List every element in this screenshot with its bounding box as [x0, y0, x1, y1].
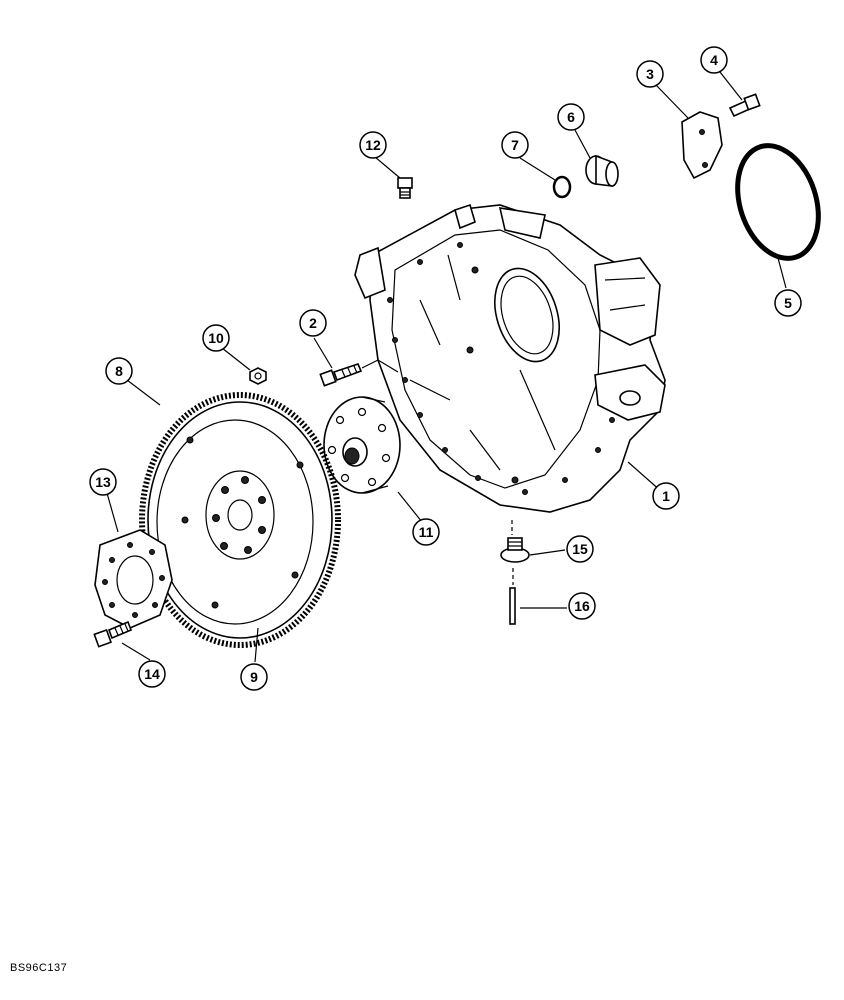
plug: [585, 154, 619, 187]
cover-plate: [681, 111, 723, 180]
callout-label: 11: [419, 524, 434, 540]
callout-3: 3: [636, 60, 664, 88]
housing-bolt: [319, 359, 399, 387]
callout-label: 13: [95, 474, 111, 490]
callout-label: 2: [309, 315, 317, 331]
washer: [552, 175, 572, 199]
housing-plug: [397, 177, 413, 199]
callout-7: 7: [501, 131, 529, 159]
callout-2: 2: [299, 309, 327, 337]
callout-label: 12: [365, 137, 381, 153]
callout-label: 9: [250, 669, 258, 685]
flywheel-housing: [354, 203, 666, 513]
callout-15: 15: [566, 535, 594, 563]
backing-plate: [94, 529, 173, 629]
callout-5: 5: [774, 289, 802, 317]
callout-label: 4: [710, 52, 718, 68]
callout-label: 10: [208, 330, 224, 346]
leader-lines: [106, 71, 787, 663]
callout-8: 8: [105, 357, 133, 385]
callout-1: 1: [652, 482, 680, 510]
callout-9: 9: [240, 663, 268, 691]
callout-label: 14: [144, 666, 160, 682]
flywheel-bolt: [93, 620, 133, 648]
callout-16: 16: [568, 592, 596, 620]
callout-4: 4: [700, 46, 728, 74]
callout-label: 15: [572, 541, 588, 557]
callout-11: 11: [412, 518, 440, 546]
callout-label: 8: [115, 363, 123, 379]
callout-6: 6: [557, 103, 585, 131]
callout-13: 13: [89, 468, 117, 496]
cover-screw: [728, 93, 761, 118]
callout-label: 6: [567, 109, 575, 125]
callout-label: 5: [784, 295, 792, 311]
dowel-pin: [509, 568, 516, 625]
callouts: 1 2 3 4 5 6 7 8 9 10 11 12 13 14 15 16: [89, 46, 802, 691]
adapter-plate: [323, 396, 401, 494]
callout-label: 1: [662, 488, 670, 504]
callout-14: 14: [138, 660, 166, 688]
o-ring: [735, 143, 821, 261]
flywheel: [139, 392, 341, 648]
callout-10: 10: [202, 324, 230, 352]
figure-code: BS96C137: [10, 962, 68, 974]
callout-label: 7: [511, 137, 519, 153]
callout-label: 16: [574, 598, 590, 614]
drain-fitting: [500, 520, 530, 563]
callout-12: 12: [359, 131, 387, 159]
callout-label: 3: [646, 66, 654, 82]
nut: [249, 367, 267, 385]
